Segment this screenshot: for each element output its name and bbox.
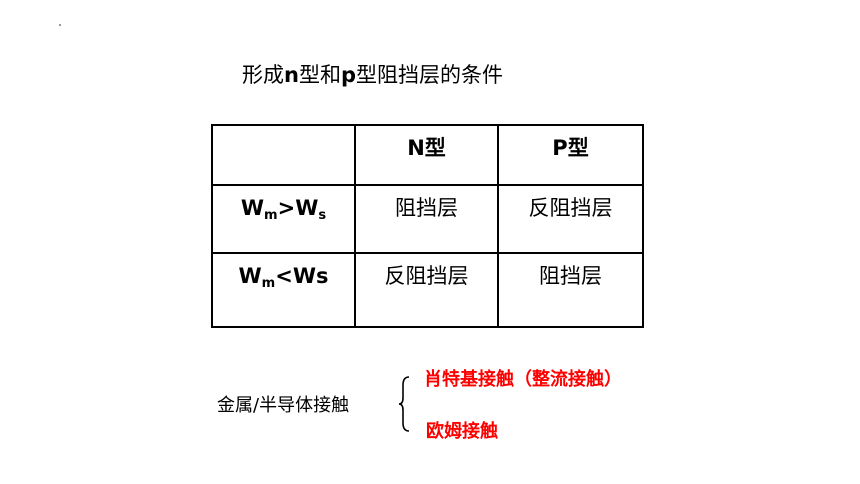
n-type-cell: 阻挡层 [354,184,499,254]
corner-dot [59,24,61,26]
condition-cell: Wm<Ws [211,252,356,328]
barrier-condition-table: N型 P型 Wm>Ws 阻挡层 反阻挡层 Wm<Ws 反阻挡层 阻挡层 [211,124,644,328]
header-n-type: N型 [354,124,499,186]
header-p-type: P型 [497,124,644,186]
p-type-cell: 反阻挡层 [497,184,644,254]
condition-cell: Wm>Ws [211,184,356,254]
header-empty-cell [211,124,356,186]
left-brace-icon [398,376,410,432]
table-row: Wm<Ws 反阻挡层 阻挡层 [211,252,644,328]
table-row: Wm>Ws 阻挡层 反阻挡层 [211,184,644,254]
table-header-row: N型 P型 [211,124,644,186]
ohmic-contact-option: 欧姆接触 [426,421,498,442]
p-type-cell: 阻挡层 [497,252,644,328]
n-type-cell: 反阻挡层 [354,252,499,328]
slide-title: 形成n型和p型阻挡层的条件 [242,63,503,87]
schottky-contact-option: 肖特基接触（整流接触） [424,369,622,390]
metal-semiconductor-contact-label: 金属/半导体接触 [217,395,350,416]
